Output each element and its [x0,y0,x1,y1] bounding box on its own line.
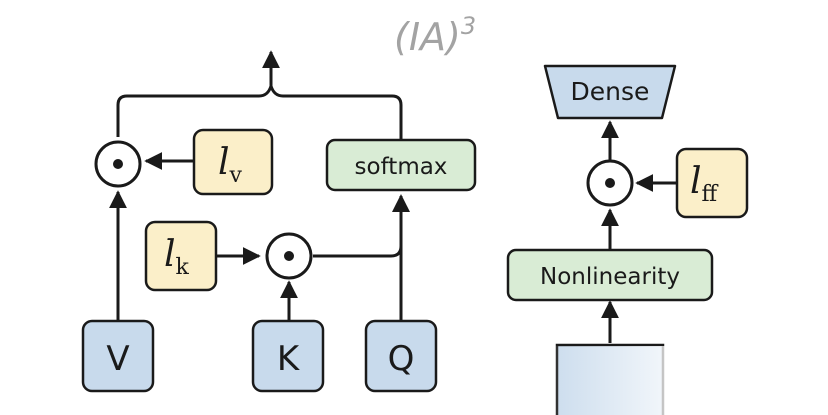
dot-operator-icon [113,159,123,169]
svg-text:lk: lk [164,234,190,280]
title-base: (IA) [394,15,461,59]
dot-operator-icon [284,251,294,261]
svg-text:lff: lff [690,161,719,207]
input-label-q: Q [388,339,415,379]
scale-vector-v: lv [192,128,274,196]
multiply-node-ff [586,159,634,207]
scale-ff-sub: ff [702,182,719,207]
dense-layer: Dense [543,64,677,120]
input-label-v: V [106,339,129,379]
diagram-title: (IA)3 [394,12,476,59]
scale-v-main: l [218,142,230,183]
path-v-output [116,85,273,137]
input-box-q: Q [364,319,438,393]
path-softmax-output [269,85,403,139]
scale-k-sub: k [176,255,190,280]
scale-k-main: l [164,234,176,275]
attention-block [109,50,410,320]
title-superscript: 3 [461,12,476,40]
ffn-input-box-partial [540,343,680,415]
nonlinearity-box: Nonlinearity [506,248,714,302]
softmax-box: softmax [325,138,477,192]
scale-v-sub: v [229,163,243,188]
nonlinearity-label: Nonlinearity [540,264,680,290]
scale-vector-ff: lff [675,147,749,219]
path-k-to-softmax [313,194,410,258]
scale-vector-k: lk [144,220,218,292]
input-box-v: V [81,319,155,393]
dense-label: Dense [571,77,650,106]
softmax-label: softmax [355,154,448,180]
ffn-block [601,120,677,343]
svg-text:lv: lv [218,142,243,188]
dot-operator-icon [605,178,615,188]
multiply-node-v [94,140,142,188]
scale-ff-main: l [690,161,702,202]
input-label-k: K [277,339,301,379]
input-box-k: K [251,319,325,393]
multiply-node-k [265,232,313,280]
